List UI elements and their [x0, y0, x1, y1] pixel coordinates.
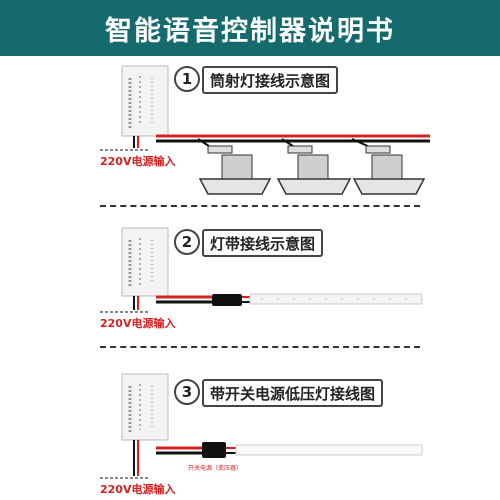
switching-power-supply: [202, 442, 226, 458]
section-3-input-label: 220V电源输入: [100, 483, 176, 496]
downlight-3: [352, 145, 426, 195]
section-1-input-label: 220V电源输入: [100, 155, 176, 168]
section-3-number-badge: 3: [174, 379, 200, 405]
section-1-title: 筒射灯接线示意图: [202, 66, 339, 94]
power-supply-label: 开关电源（变压器）: [188, 465, 243, 472]
section-2-title: 灯带接线示意图: [202, 229, 324, 257]
section-divider-2: [100, 346, 420, 348]
downlight-2: [276, 145, 352, 195]
low-voltage-strip: [235, 444, 423, 456]
section-1-number-badge: 1: [174, 66, 200, 92]
section-2-number-badge: 2: [174, 229, 200, 255]
section-2-input-label: 220V电源输入: [100, 317, 176, 330]
section-divider-1: [100, 205, 420, 207]
controller-box: [121, 65, 169, 137]
page-title: 智能语音控制器说明书: [105, 15, 395, 47]
header-banner: 智能语音控制器说明书: [0, 0, 500, 56]
section-3-title: 带开关电源低压灯接线图: [202, 379, 384, 407]
led-strip: [249, 293, 423, 305]
strip-connector: [212, 294, 242, 306]
downlight-1: [198, 145, 272, 195]
